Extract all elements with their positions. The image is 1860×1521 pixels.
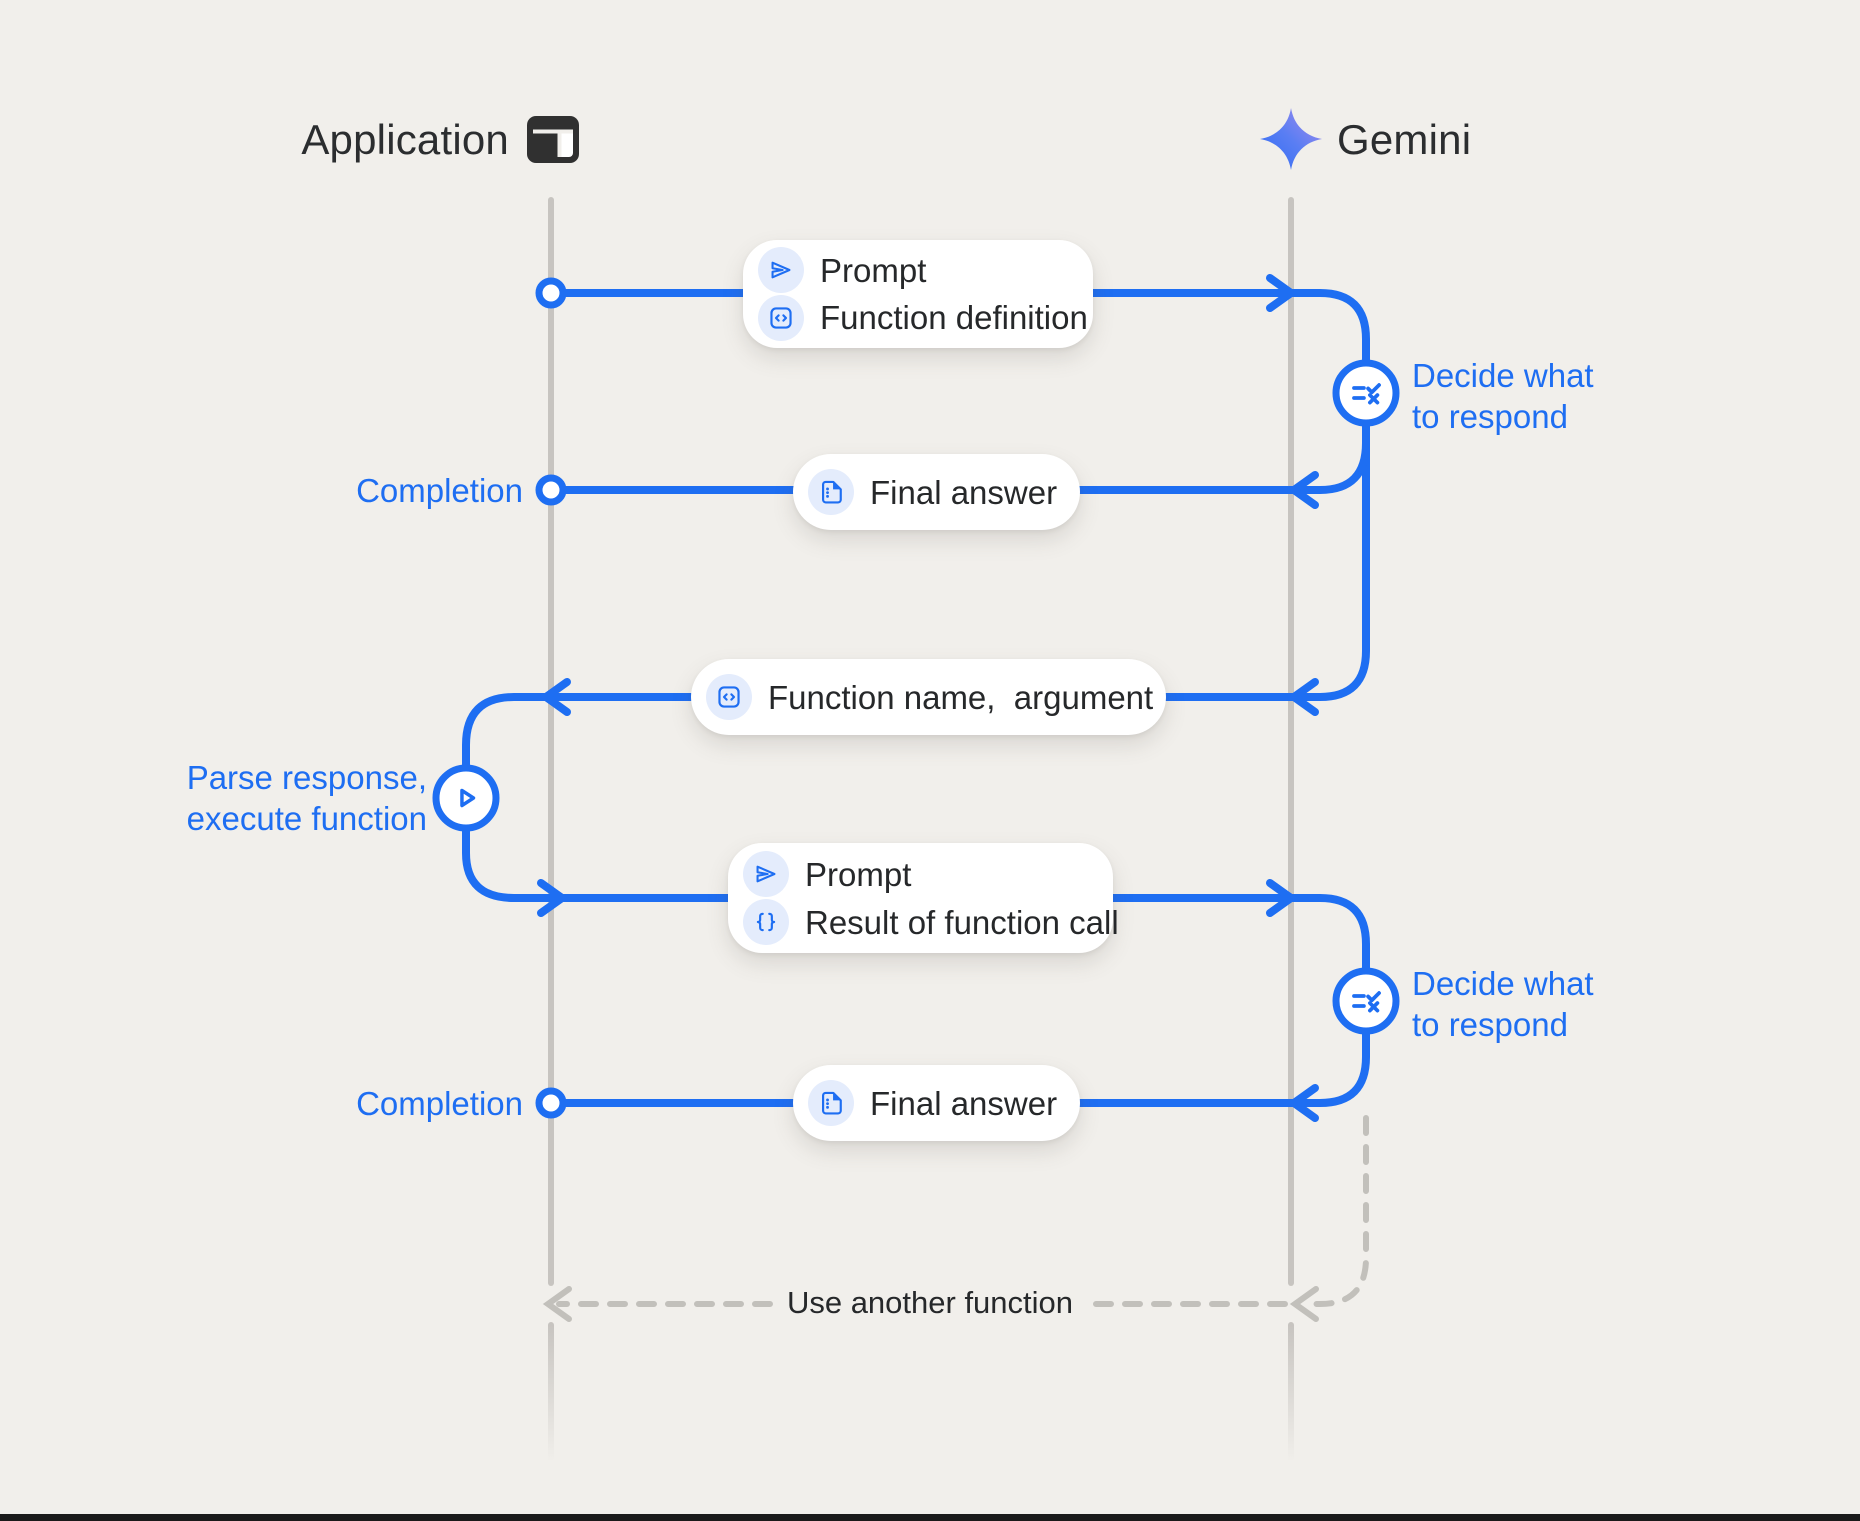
card-row: Function definition (758, 294, 1088, 341)
use-another-function-dashed-path (542, 1115, 1369, 1322)
decide-note-line: Decide what (1412, 357, 1594, 394)
card-row: Result of function call (743, 899, 1119, 945)
arrowhead-left-final-answer-2 (1290, 1084, 1319, 1122)
parse-note-line: execute function (186, 800, 427, 837)
dashed-arrowhead-left-gemini (1289, 1286, 1319, 1322)
blue-arrowheads (537, 274, 1319, 1122)
send-icon (758, 247, 804, 294)
arrowhead-right-request-1 (1266, 274, 1295, 312)
function-call-card: Function name, argument (691, 659, 1166, 735)
card-row: Final answer (808, 1080, 1062, 1126)
decide-node-2 (1332, 967, 1400, 1035)
gemini-label: Gemini (1337, 116, 1472, 163)
card-label: Prompt (820, 251, 927, 289)
document-icon (808, 1080, 854, 1126)
parse-execute-node (432, 764, 500, 832)
parse-execute-note: Parse response, execute function (0, 757, 427, 839)
arrowhead-right-request-2-gemini (1266, 879, 1295, 917)
card-row: Prompt (743, 851, 1095, 897)
bottom-edge-bar (0, 1514, 1860, 1521)
dashed-arrowhead-left-application (542, 1286, 572, 1322)
decide-note-2: Decide what to respond (1412, 963, 1594, 1045)
application-label: Application (301, 116, 509, 163)
completion-label-1: Completion (356, 472, 523, 509)
gemini-sparkle-icon (1259, 107, 1323, 171)
parse-note-line: Parse response, (186, 759, 427, 796)
card-row: Prompt (758, 247, 1075, 294)
final-answer-2-card: Final answer (793, 1065, 1080, 1141)
document-icon (808, 469, 854, 515)
completion-label-2: Completion (356, 1085, 523, 1122)
card-label: Final answer (870, 473, 1058, 511)
card-label: Result of function call (805, 903, 1119, 941)
decide-note-1: Decide what to respond (1412, 355, 1594, 437)
decide-note-line: Decide what (1412, 965, 1594, 1002)
card-label: Function definition (820, 299, 1088, 337)
card-label: Final answer (870, 1084, 1058, 1122)
braces-icon (743, 899, 789, 945)
play-icon (460, 788, 476, 808)
request-1-card: Prompt Function definition (743, 240, 1093, 348)
card-label: Function name, argument (768, 678, 1154, 716)
arrowhead-right-request-2-application (537, 879, 566, 917)
code-square-icon (758, 294, 804, 341)
completion-1-ring (535, 474, 567, 506)
decide-note-line: to respond (1412, 1006, 1568, 1043)
request-1-start-ring (535, 277, 567, 309)
rule-checklist-icon (1352, 383, 1381, 405)
use-another-function-label: Use another function (786, 1285, 1074, 1320)
arrowhead-left-function-call-application (542, 678, 571, 716)
request-2-card: Prompt Result of function call (728, 843, 1119, 953)
gemini-loop-and-function-call-line (462, 289, 1370, 770)
code-square-icon (706, 674, 752, 720)
final-answer-1-line (552, 439, 1370, 494)
arrowhead-left-final-answer-1 (1290, 471, 1319, 509)
card-row: Function name, argument (706, 674, 1153, 720)
completion-2-ring (535, 1087, 567, 1119)
decide-note-line: to respond (1412, 398, 1568, 435)
app-window-icon (527, 116, 579, 163)
rule-checklist-icon (1352, 991, 1381, 1013)
arrowhead-left-function-call-gemini (1290, 678, 1319, 716)
final-answer-1-card: Final answer (793, 454, 1080, 530)
card-label: Prompt (805, 855, 912, 893)
card-row: Final answer (808, 469, 1062, 515)
request-2-line (462, 826, 1287, 902)
endpoint-rings (535, 277, 567, 1119)
send-icon (743, 851, 789, 897)
decide-node-1 (1332, 359, 1400, 427)
